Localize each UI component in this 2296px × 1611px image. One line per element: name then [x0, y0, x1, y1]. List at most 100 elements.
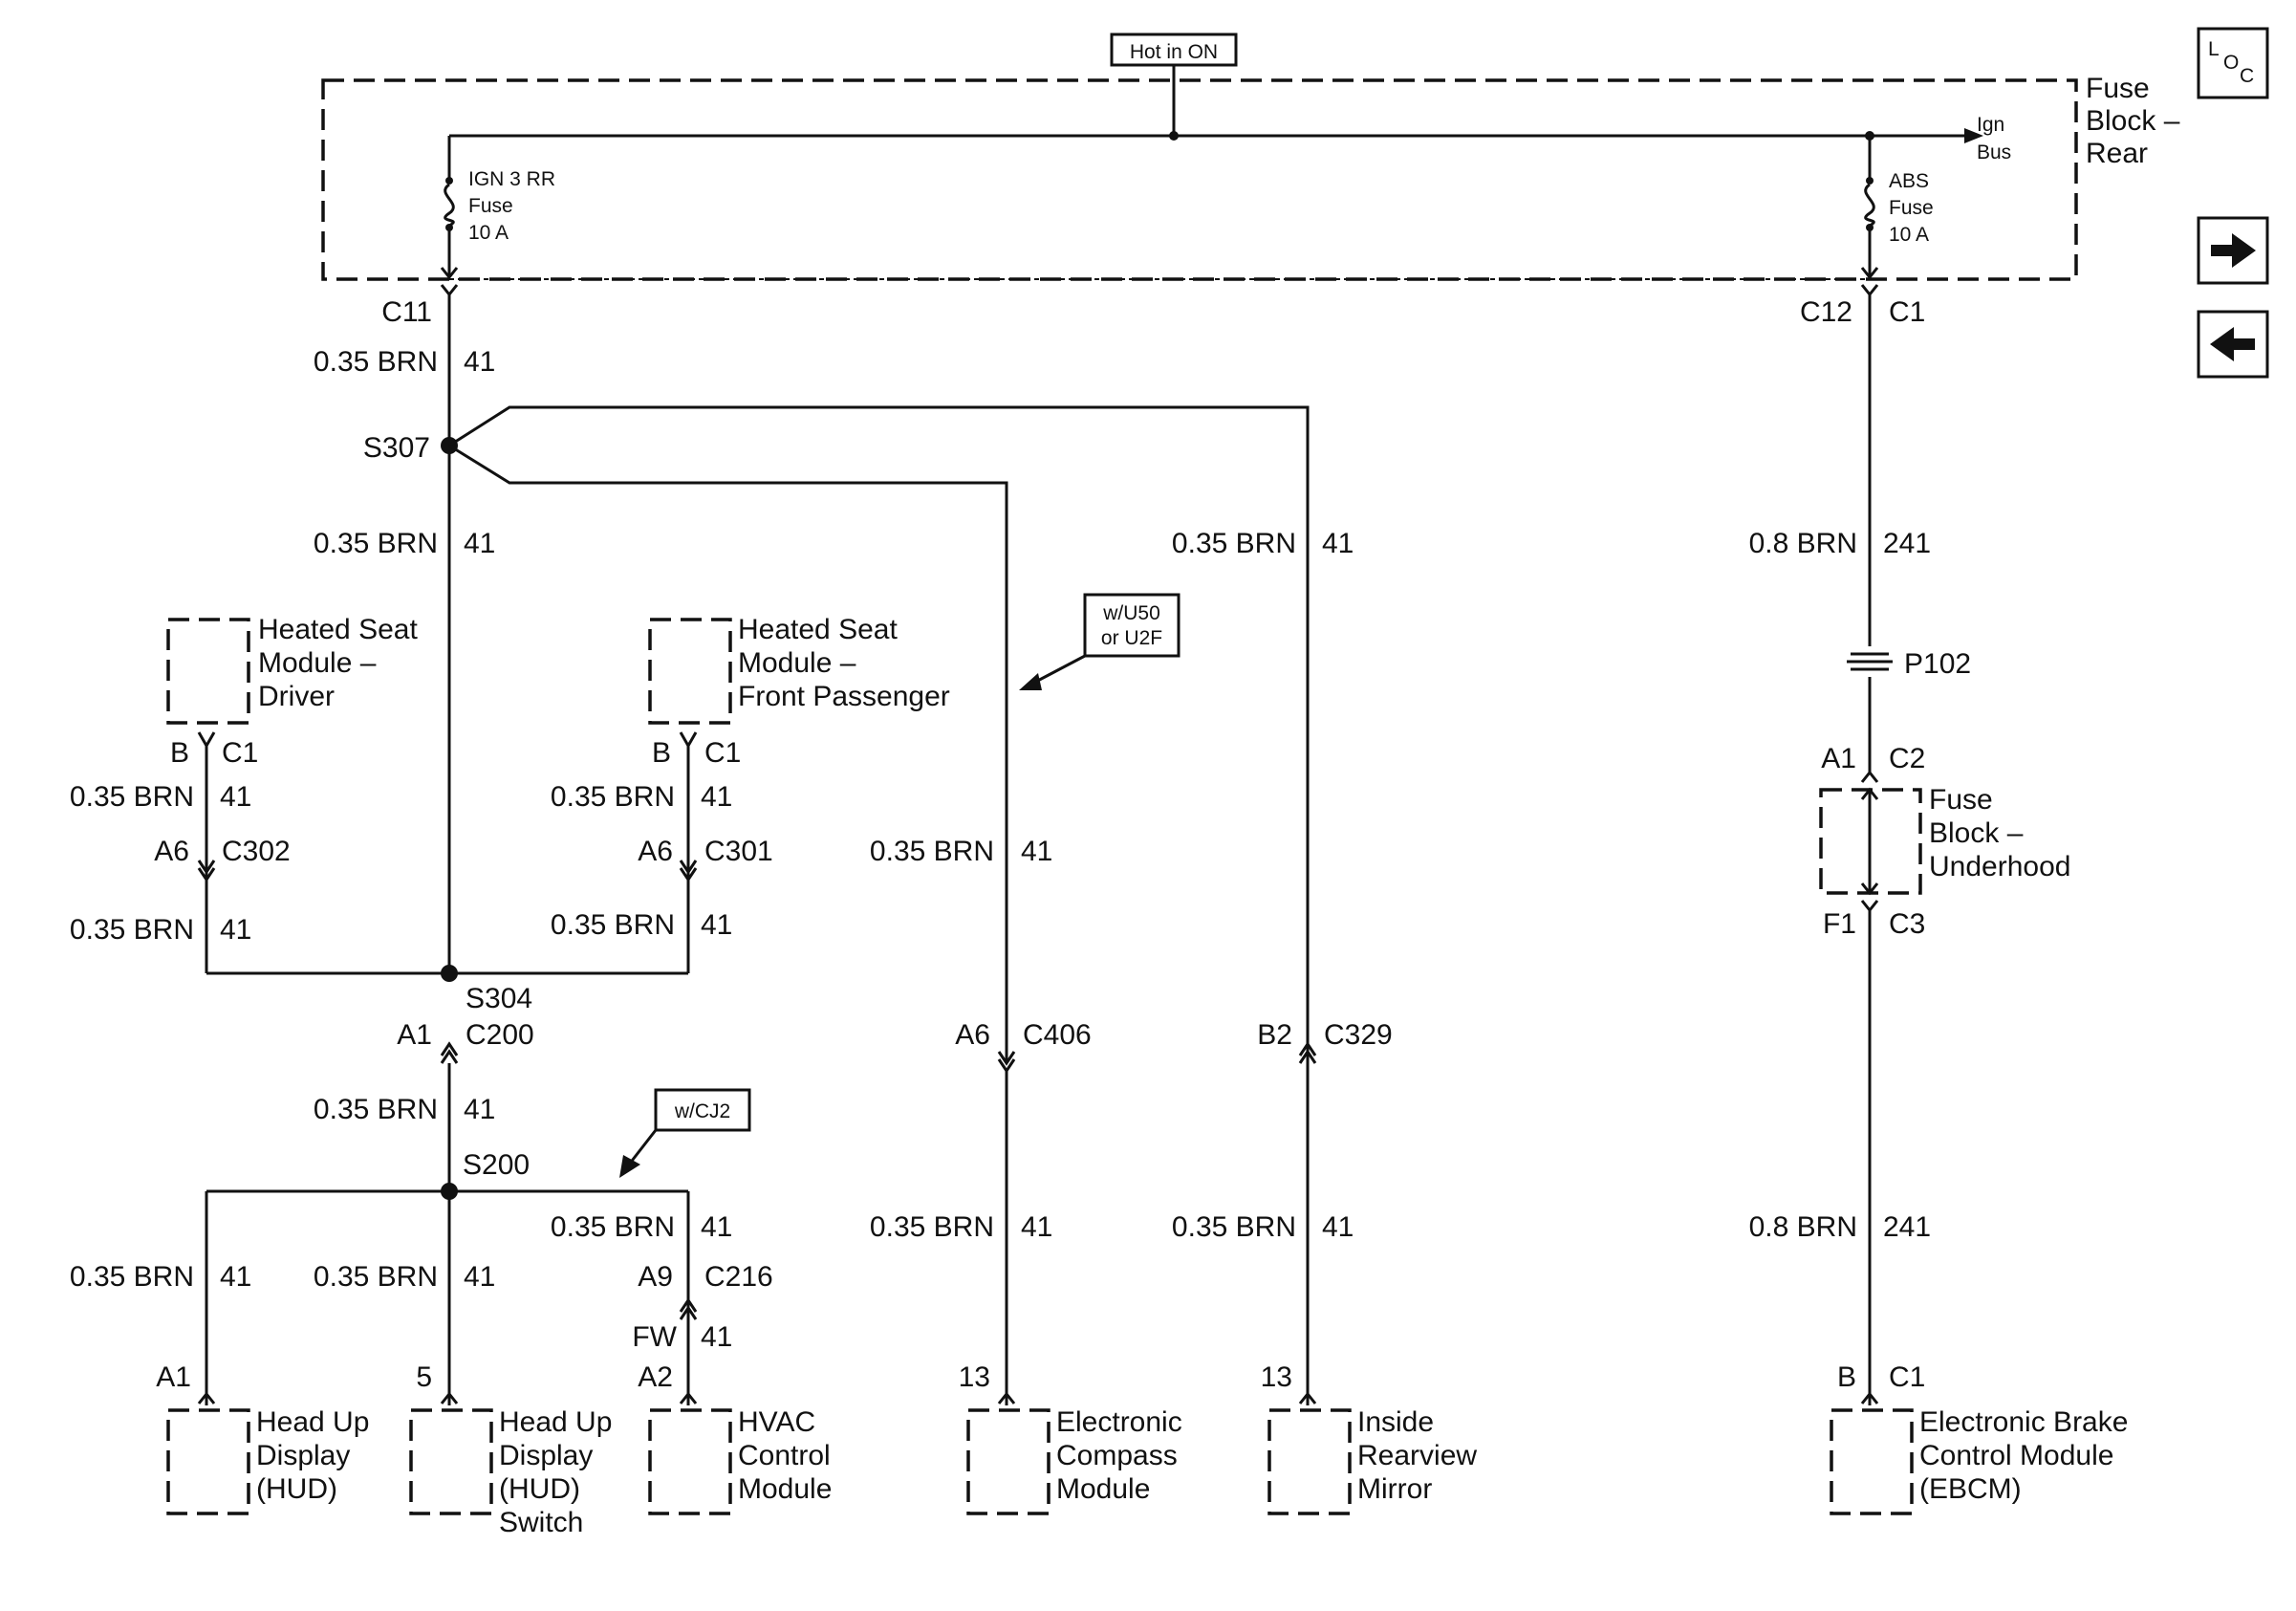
previous-page-button[interactable] [2197, 310, 2269, 379]
splice-s307-label: S307 [363, 432, 430, 464]
abs-fuse-label-2: Fuse [1889, 197, 1934, 219]
wire-label-brn: 0.35 BRN [870, 836, 994, 867]
wire-label-brn: 0.35 BRN [551, 1211, 675, 1243]
wire-label-circuit: 41 [1322, 528, 1354, 559]
pin-label: B [652, 737, 671, 769]
wire-label-brn: 0.35 BRN [314, 1261, 438, 1293]
hvac-box [648, 1408, 732, 1515]
abs-fuse-icon [1864, 183, 1875, 228]
option-u50-line2: or U2F [1101, 627, 1162, 649]
wire-label-circuit: 41 [220, 914, 251, 946]
ign3-fuse-label-3: 10 A [468, 222, 509, 244]
pin-label: B [1837, 1361, 1856, 1393]
connector-c302-icon [197, 860, 216, 882]
pin-label: 5 [416, 1361, 432, 1393]
connector-c12: C12 [1800, 296, 1852, 328]
pin-label: 13 [1261, 1361, 1292, 1393]
loc-button[interactable]: L O C [2197, 27, 2269, 99]
p102-grommet-icon [1847, 652, 1893, 671]
wire-label-circuit: 241 [1883, 1211, 1931, 1243]
svg-text:Fuse: Fuse [1929, 784, 1993, 816]
wire-label-fw: FW [632, 1321, 677, 1353]
splice-p102-label: P102 [1904, 648, 1971, 680]
loc-letter-o: O [2223, 52, 2239, 74]
connector-label: C406 [1023, 1019, 1092, 1051]
wire-label-brn: 0.35 BRN [70, 1261, 194, 1293]
wire-compass-branch [448, 444, 1008, 1061]
svg-text:Heated Seat: Heated Seat [258, 614, 418, 645]
svg-text:(EBCM): (EBCM) [1919, 1473, 2022, 1505]
hud-switch-label: Head Up Display (HUD) Switch [499, 1406, 612, 1538]
svg-text:Inside: Inside [1357, 1406, 1434, 1438]
wire-label-circuit: 241 [1883, 528, 1931, 559]
option-cj2-label: w/CJ2 [674, 1100, 730, 1122]
wire-label-brn: 0.35 BRN [551, 781, 675, 813]
option-u50-line1: w/U50 [1102, 602, 1160, 624]
svg-text:Switch: Switch [499, 1507, 583, 1538]
pin-label: B2 [1257, 1019, 1292, 1051]
connector-c1-rear: C1 [1889, 296, 1925, 328]
connector-label: C1 [1889, 1361, 1925, 1393]
loc-letter-c: C [2240, 65, 2254, 87]
ign-bus-label-1: Ign [1977, 114, 2004, 136]
connector-label: C1 [222, 737, 258, 769]
abs-fuse-label-3: 10 A [1889, 224, 1929, 246]
wire-mirror-branch [448, 405, 1310, 1300]
wire-label-brn: 0.35 BRN [314, 528, 438, 559]
connector-label: C2 [1889, 743, 1925, 774]
connector-label: C3 [1889, 908, 1925, 940]
pin-label: B [170, 737, 189, 769]
connector-label: C216 [704, 1261, 773, 1293]
svg-text:(HUD): (HUD) [499, 1473, 580, 1505]
ebcm-box [1830, 1408, 1914, 1515]
splice-s304-label: S304 [466, 983, 532, 1014]
connector-c11: C11 [381, 296, 432, 328]
pin-label: A6 [955, 1019, 990, 1051]
svg-text:Driver: Driver [258, 681, 335, 712]
wire-label-brn: 0.35 BRN [70, 914, 194, 946]
splice-s200-label: S200 [463, 1149, 530, 1181]
pin-label: A1 [156, 1361, 191, 1393]
connector-c200-icon [440, 1041, 459, 1064]
connector-label: C1 [704, 737, 741, 769]
connector-label: C301 [704, 836, 773, 867]
svg-text:Module: Module [738, 1473, 832, 1505]
option-arrow-icon [1019, 673, 1042, 690]
ign3-fuse-label-1: IGN 3 RR [468, 168, 555, 190]
wire-label-brn: 0.35 BRN [314, 1094, 438, 1125]
heated-seat-driver-label: Heated Seat Module – Driver [258, 614, 418, 712]
connector-c301-icon [679, 860, 698, 882]
wire-label-circuit: 41 [464, 1094, 495, 1125]
pin-label: A6 [154, 836, 189, 867]
connector-label: C302 [222, 836, 291, 867]
svg-text:Display: Display [256, 1440, 350, 1471]
hud-label: Head Up Display (HUD) [256, 1406, 369, 1505]
svg-text:Module –: Module – [258, 647, 377, 679]
wire-label-brn: 0.35 BRN [551, 909, 675, 941]
ign3-rr-fuse-icon [444, 183, 455, 228]
svg-text:Block –: Block – [1929, 817, 2024, 849]
ign-bus-label-2: Bus [1977, 142, 2011, 163]
ign3-fuse-label-2: Fuse [468, 195, 513, 217]
pin-label: A9 [638, 1261, 673, 1293]
svg-text:Head Up: Head Up [499, 1406, 612, 1438]
connector-c329-icon [1298, 1041, 1317, 1064]
hot-in-on-label: Hot in ON [1130, 41, 1218, 63]
wire-label-brn: 0.35 BRN [70, 781, 194, 813]
wire-label-circuit: 41 [220, 1261, 251, 1293]
svg-text:Control: Control [738, 1440, 831, 1471]
svg-text:Module: Module [1056, 1473, 1150, 1505]
wire-label-circuit: 41 [464, 346, 495, 378]
compass-label: Electronic Compass Module [1056, 1406, 1182, 1505]
svg-text:HVAC: HVAC [738, 1406, 815, 1438]
wire-label-circuit: 41 [701, 909, 732, 941]
heated-seat-passenger-label: Heated Seat Module – Front Passenger [738, 614, 950, 712]
wire-label-brn: 0.35 BRN [314, 346, 438, 378]
next-page-button[interactable] [2197, 216, 2269, 285]
pin-label: A1 [397, 1019, 432, 1051]
heated-seat-driver-box [166, 618, 250, 725]
arrow-left-icon [2210, 327, 2255, 361]
wire-label-circuit: 41 [701, 1211, 732, 1243]
wire-label-circuit: 41 [701, 1321, 732, 1353]
